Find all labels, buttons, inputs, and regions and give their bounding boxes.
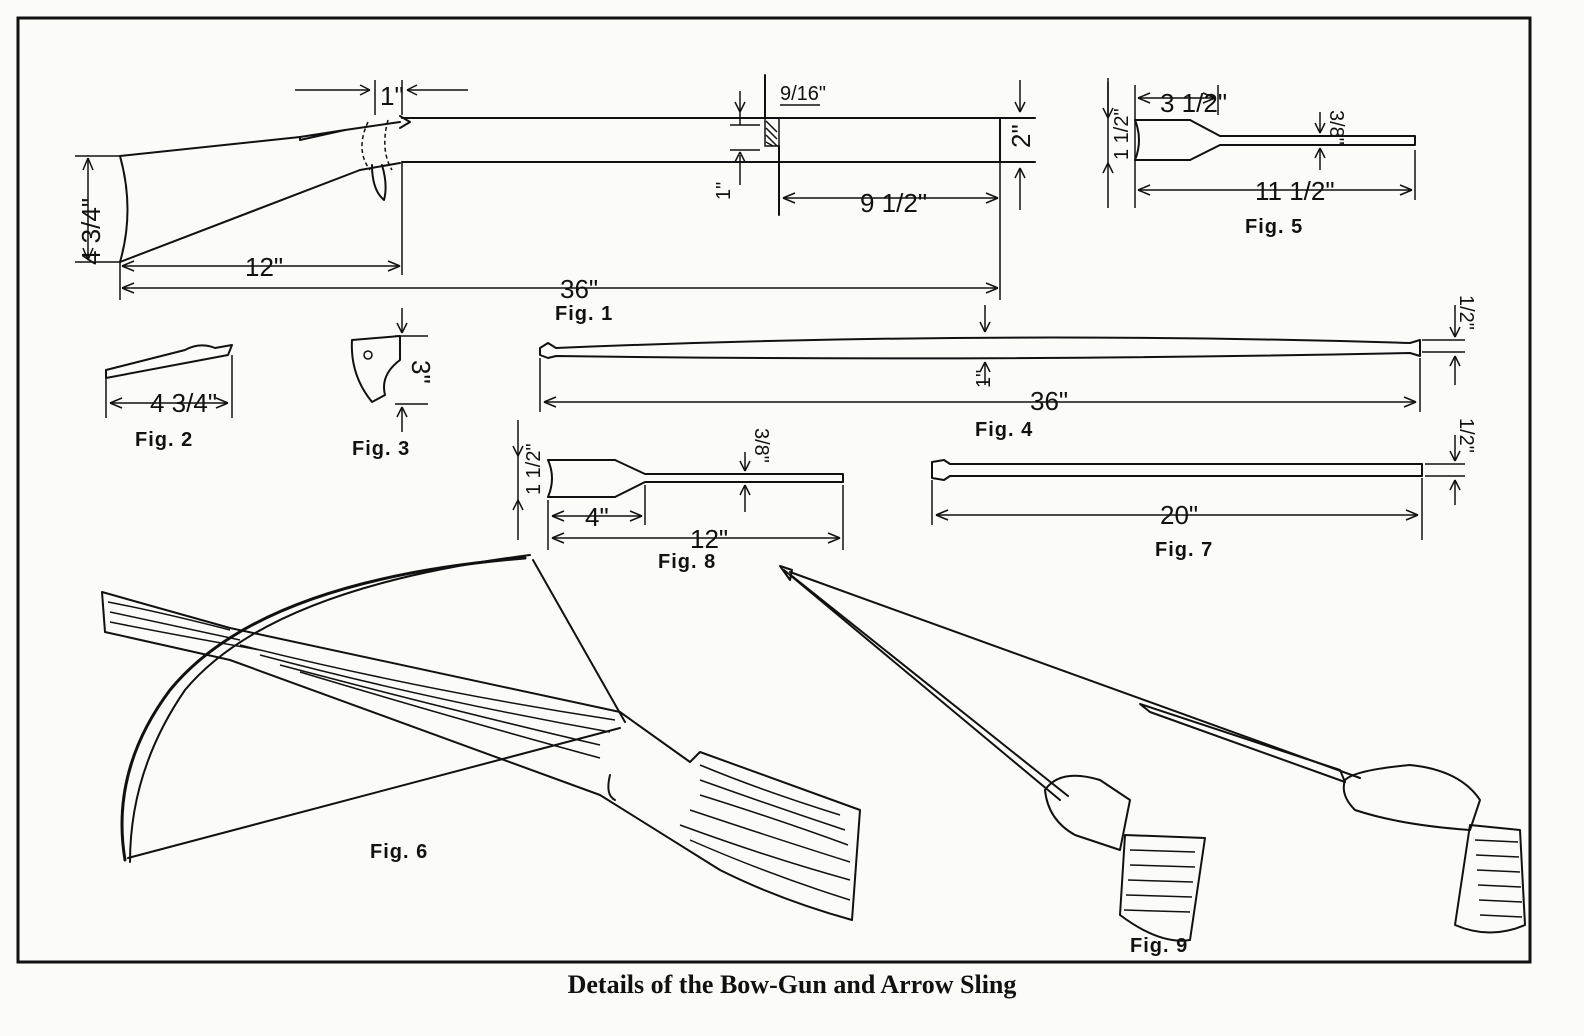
- fig5-length-label: 11 1/2": [1255, 176, 1335, 206]
- fig8-handle-label: 4": [585, 502, 609, 532]
- fig1-stock-drawing: [119, 74, 1036, 263]
- fig9-arrow-sling-illustration: [779, 565, 1526, 942]
- fig1-label: Fig. 1: [555, 303, 613, 325]
- fig6-bow-gun-illustration: [101, 554, 861, 921]
- fig8-drawing: [512, 420, 844, 550]
- fig8-label: Fig. 8: [658, 551, 716, 573]
- fig1-dimension-lines: [75, 80, 1026, 300]
- fig4-middle-label: 1": [973, 370, 995, 388]
- fig5-label: Fig. 5: [1245, 216, 1303, 238]
- plate-caption: Details of the Bow-Gun and Arrow Sling: [567, 970, 1017, 999]
- fig3-label: Fig. 3: [352, 438, 410, 460]
- plate-border: [16, 16, 1532, 964]
- fig9-label: Fig. 9: [1130, 935, 1188, 957]
- fig2-label: Fig. 2: [135, 429, 193, 451]
- fig1-notch-to-end-label: 9 1/2": [860, 188, 927, 218]
- fig8-shaft-label: 3/8": [750, 428, 772, 463]
- fig5-drawing: [1102, 78, 1416, 208]
- fig1-overall-label: 36": [560, 274, 598, 304]
- fig5-handle-label: 3 1/2": [1160, 88, 1227, 118]
- fig4-length-label: 36": [1030, 386, 1068, 416]
- fig8-width-label: 1 1/2": [523, 443, 545, 495]
- fig4-end-height-label: 1/2": [1455, 295, 1477, 330]
- fig2-drawing: [105, 344, 233, 418]
- fig1-barrel-height-label: 2": [1006, 124, 1036, 148]
- fig6-label: Fig. 6: [370, 841, 428, 863]
- fig7-length-label: 20": [1160, 500, 1198, 530]
- fig4-label: Fig. 4: [975, 419, 1033, 441]
- fig7-label: Fig. 7: [1155, 539, 1213, 561]
- fig3-height-label: 3": [406, 360, 436, 384]
- fig8-length-label: 12": [690, 524, 728, 554]
- fig1-top-width-label: 1": [380, 81, 404, 111]
- fig1-notch-label: 9/16": [780, 83, 826, 105]
- fig1-butt-height-label: 4 3/4": [76, 198, 106, 265]
- fig5-width-label: 1 1/2": [1111, 108, 1133, 160]
- fig3-drawing: [350, 308, 428, 432]
- fig7-height-label: 1/2": [1455, 418, 1477, 453]
- fig7-drawing: [931, 435, 1465, 540]
- fig4-drawing: [539, 305, 1465, 412]
- fig1-stock-length-label: 12": [245, 252, 283, 282]
- fig5-shaft-label: 3/8": [1325, 110, 1347, 145]
- fig2-length-label: 4 3/4": [150, 388, 217, 418]
- fig1-notch-depth-label: 1": [713, 182, 735, 200]
